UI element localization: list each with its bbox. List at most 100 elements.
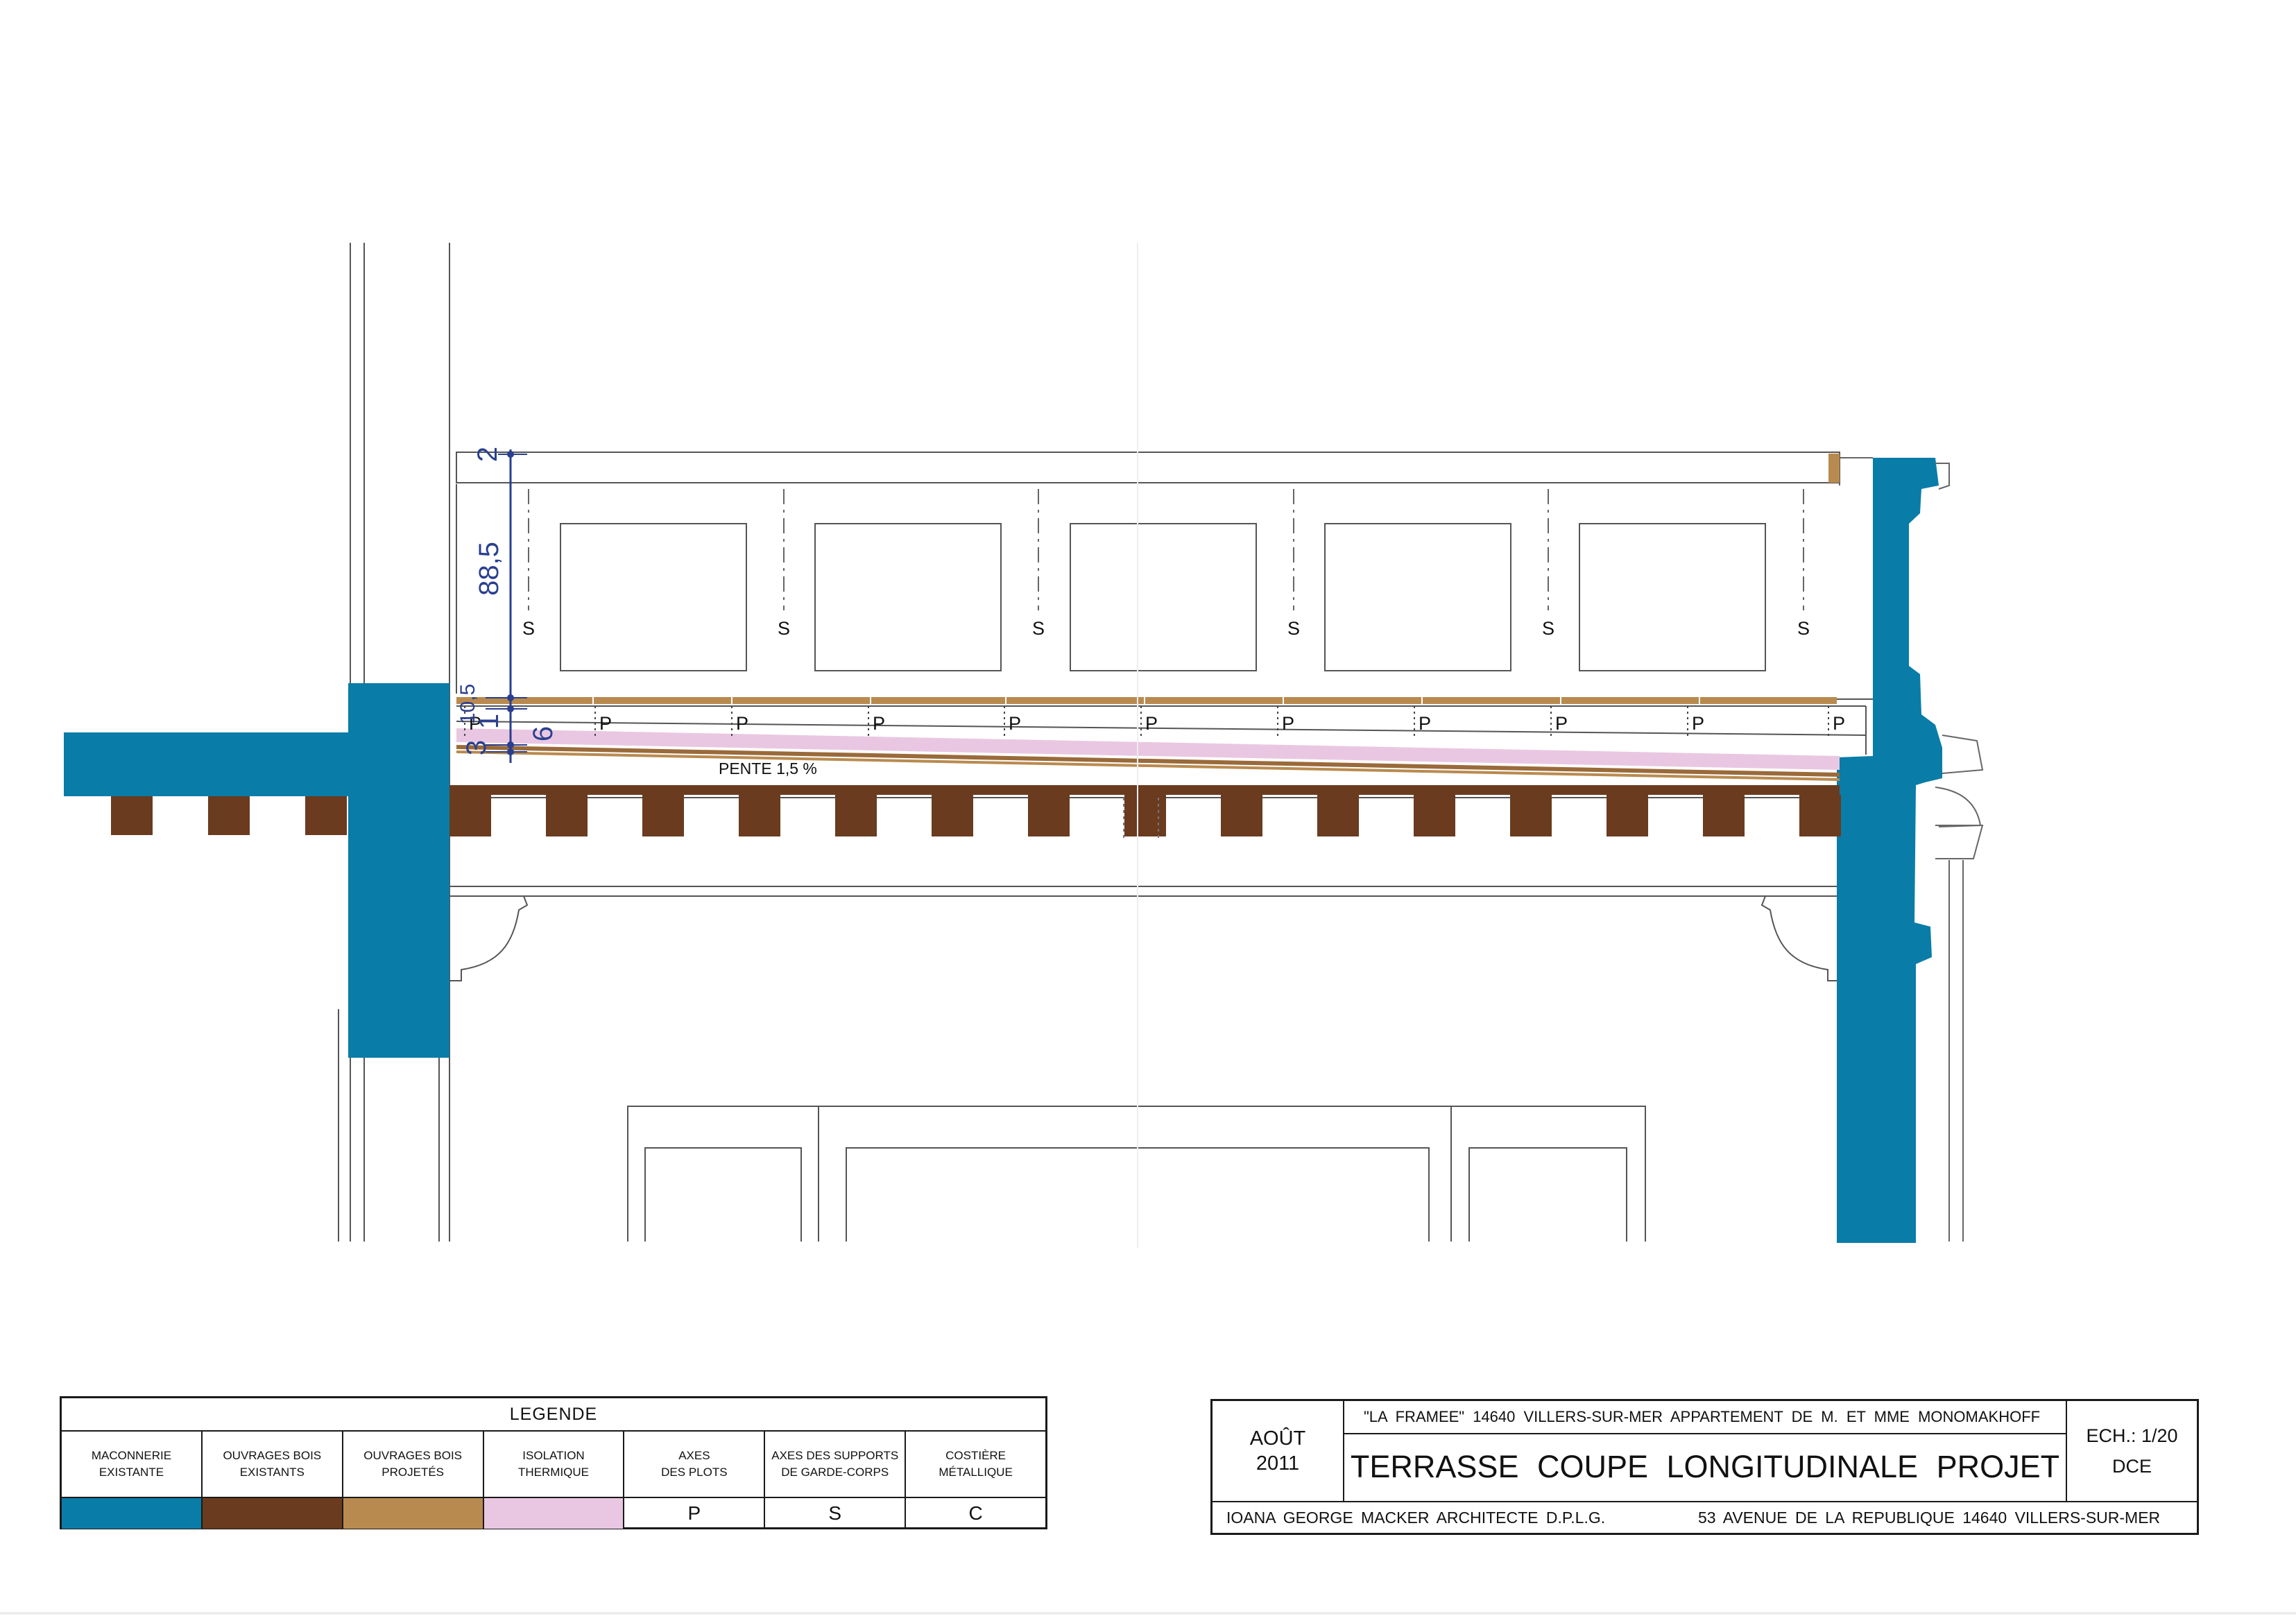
guardrail <box>456 452 1840 694</box>
railing-panel <box>814 523 1002 671</box>
plot-label: P <box>1009 713 1021 734</box>
legend-symbol-p: P <box>687 1502 701 1524</box>
railing-panel <box>560 523 747 671</box>
title-block-date: AOÛT 2011 <box>1213 1401 1344 1501</box>
railing-panel <box>1579 523 1766 671</box>
legend-label-costiere: COSTIÈRE MÉTALLIQUE <box>939 1449 1013 1479</box>
support-label: S <box>522 618 535 639</box>
drawing-title: TERRASSE COUPE LONGITUDINALE PROJET <box>1350 1449 2060 1484</box>
legend-label-cell: AXES DES SUPPORTS DE GARDE-CORPS <box>765 1432 907 1497</box>
legend-swatch-wood-existing <box>202 1498 343 1529</box>
floor-joist <box>1510 795 1552 836</box>
railing-panels <box>560 523 1766 671</box>
plot-label: P <box>1833 713 1845 734</box>
floor-joist <box>642 795 684 836</box>
plot-label: P <box>1419 713 1431 734</box>
floor-joist <box>1221 795 1262 836</box>
plot-label: P <box>1145 713 1158 734</box>
legend-swatches: P S C <box>62 1498 1045 1529</box>
floor-joist <box>932 795 973 836</box>
slope-label: PENTE 1,5 % <box>719 759 817 778</box>
deck-assembly <box>456 697 1873 781</box>
railing-end-wood <box>1828 454 1840 483</box>
floor-joist <box>739 795 780 836</box>
legend-swatch-wood-projected <box>343 1498 484 1529</box>
floor-joist <box>1799 795 1841 836</box>
project-name: "LA FRAMEE" 14640 VILLERS-SUR-MER APPART… <box>1344 1401 2066 1434</box>
legend-swatch-insulation <box>483 1498 625 1529</box>
dimension-chain: 2 88,5 10,5 3 1 6 <box>456 447 558 763</box>
floor-joist <box>208 796 250 835</box>
plot-label: P <box>599 713 612 734</box>
title-block-scale: ECH.: 1/20 DCE <box>2067 1401 2197 1501</box>
existing-masonry <box>64 458 1942 1243</box>
floor-joist <box>1703 795 1745 836</box>
architect-address: 53 AVENUE DE LA REPUBLIQUE 14640 VILLERS… <box>1698 1508 2161 1527</box>
plot-label: P <box>469 713 481 734</box>
floor-joist <box>305 796 347 835</box>
legend-label-cell: OUVRAGES BOIS EXISTANTS <box>203 1432 343 1497</box>
legend-label-wood-projected: OUVRAGES BOIS PROJETÉS <box>363 1449 462 1479</box>
floor-joist <box>1124 795 1166 836</box>
door-frame <box>627 1106 1646 1242</box>
title-block-top: AOÛT 2011 "LA FRAMEE" 14640 VILLERS-SUR-… <box>1213 1401 2197 1502</box>
floor-joist <box>111 796 153 835</box>
title-block: AOÛT 2011 "LA FRAMEE" 14640 VILLERS-SUR-… <box>1210 1399 2199 1535</box>
title-block-bottom: IOANA GEORGE MACKER ARCHITECTE D.P.L.G. … <box>1213 1502 2197 1533</box>
legend-symbol-c: C <box>968 1502 983 1524</box>
plot-label: P <box>873 713 885 734</box>
architect-name: IOANA GEORGE MACKER ARCHITECTE D.P.L.G. <box>1226 1508 1606 1527</box>
dim-railing-height: 88,5 <box>474 542 504 596</box>
plot-label: P <box>1555 713 1568 734</box>
support-label: S <box>1287 618 1300 639</box>
floor-structure <box>111 785 1841 839</box>
plot-label: P <box>736 713 748 734</box>
legend-label-masonry: MACONNERIE EXISTANTE <box>91 1449 172 1479</box>
railing-panel <box>1070 523 1257 671</box>
legend-title: LEGENDE <box>62 1398 1045 1432</box>
dim-screed: 3 <box>461 740 492 755</box>
legend-label-cell: COSTIÈRE MÉTALLIQUE <box>906 1432 1045 1497</box>
legend-label-plots: AXES DES PLOTS <box>661 1449 728 1479</box>
dim-membrane: 1 <box>474 714 504 729</box>
support-label: S <box>1797 618 1810 639</box>
dim-railing-cap: 2 <box>472 447 503 462</box>
legend-labels: MACONNERIE EXISTANTE OUVRAGES BOIS EXIST… <box>62 1432 1045 1498</box>
date-month: AOÛT <box>1249 1427 1306 1450</box>
dim-insulation: 6 <box>528 726 558 741</box>
legend-swatch-masonry <box>62 1498 203 1529</box>
plot-label: P <box>1282 713 1294 734</box>
ceiling-and-corbels <box>449 886 1837 981</box>
legend-label-insulation: ISOLATION THERMIQUE <box>518 1449 589 1479</box>
legend-label-cell: MACONNERIE EXISTANTE <box>62 1432 203 1497</box>
railing-panel <box>1324 523 1511 671</box>
support-label: S <box>1542 618 1554 639</box>
support-axes <box>528 489 1804 610</box>
phase-label: DCE <box>2111 1456 2152 1477</box>
floor-joist <box>546 795 588 836</box>
dim-deck-height: 10,5 <box>456 684 479 724</box>
support-label: S <box>778 618 790 639</box>
legend-label-cell: AXES DES PLOTS <box>624 1432 766 1497</box>
legend-label-wood-existing: OUVRAGES BOIS EXISTANTS <box>223 1449 322 1479</box>
floor-joist <box>835 795 877 836</box>
floor-joist <box>449 795 491 836</box>
title-block-main: "LA FRAMEE" 14640 VILLERS-SUR-MER APPART… <box>1344 1401 2067 1501</box>
legend-symbol-supports: S <box>765 1498 907 1529</box>
floor-joist <box>1028 795 1070 836</box>
legend-label-supports: AXES DES SUPPORTS DE GARDE-CORPS <box>771 1449 899 1479</box>
support-label: S <box>1032 618 1045 639</box>
legend-symbol-plots: P <box>624 1498 766 1529</box>
floor-joist <box>1414 795 1455 836</box>
legend-symbol-costiere: C <box>906 1498 1045 1529</box>
legend-label-cell: ISOLATION THERMIQUE <box>484 1432 625 1497</box>
date-year: 2011 <box>1256 1452 1300 1475</box>
legend-label-cell: OUVRAGES BOIS PROJETÉS <box>343 1432 484 1497</box>
scale-label: ECH.: 1/20 <box>2086 1425 2178 1446</box>
plot-label: P <box>1692 713 1704 734</box>
legend: LEGENDE MACONNERIE EXISTANTE OUVRAGES BO… <box>60 1396 1047 1529</box>
floor-joist <box>1317 795 1359 836</box>
